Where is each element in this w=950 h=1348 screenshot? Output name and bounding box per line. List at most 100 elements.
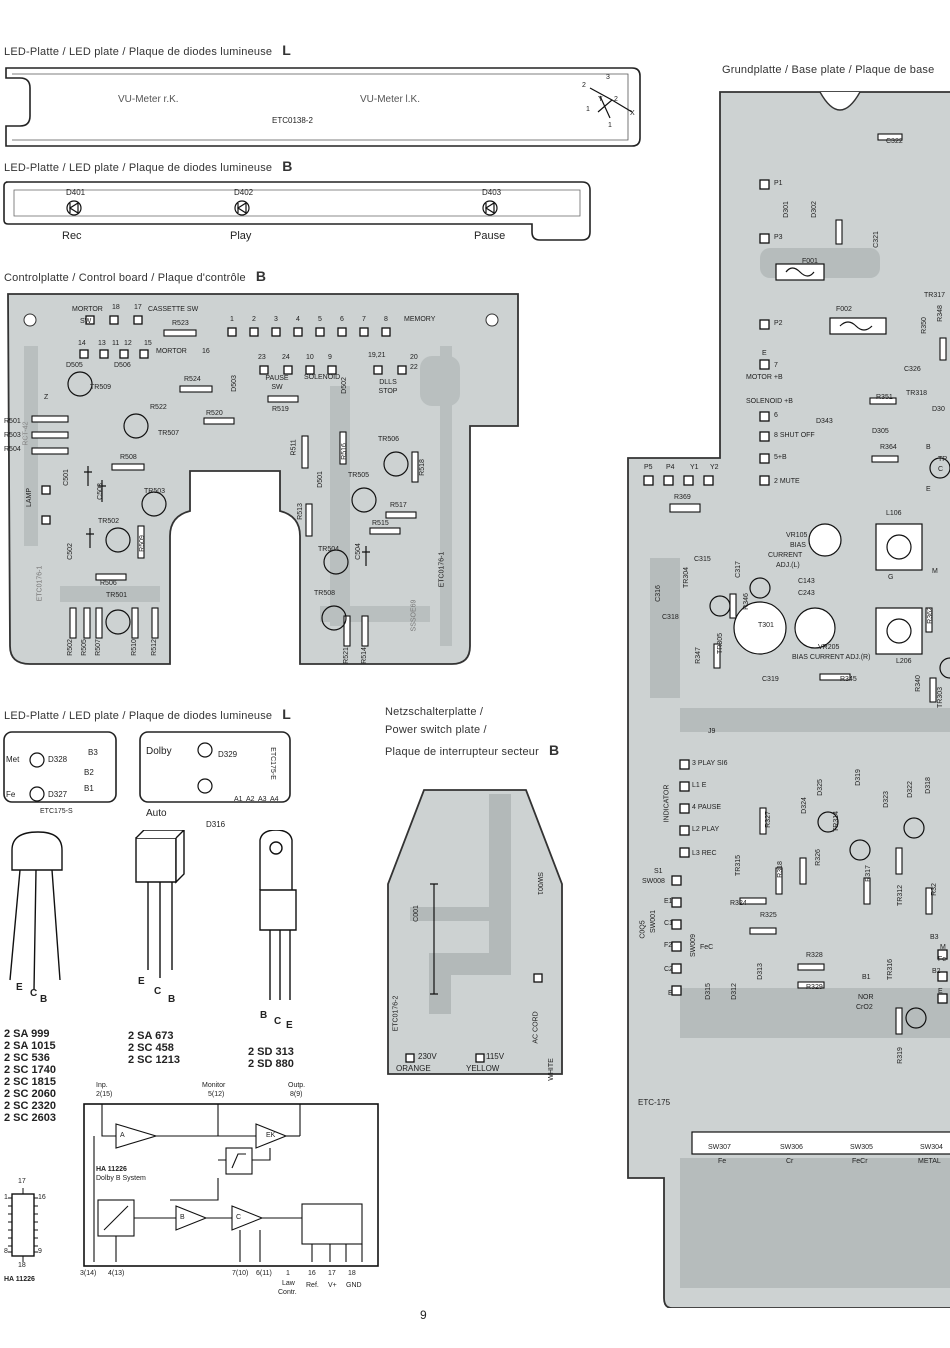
ic-bpin: 3(14) [80, 1270, 97, 1277]
bp-sw: SW001 [649, 910, 657, 933]
vu-label-l: VU-Meter l.K. [360, 94, 421, 105]
bp-sw: J9 [708, 728, 716, 735]
bp-d: E [938, 988, 943, 995]
ps-label: AC CORD [532, 1011, 540, 1044]
bp-d: D323 [882, 791, 890, 808]
bp-bias: ADJ.(L) [776, 562, 800, 569]
cb-comp: TR505 [348, 472, 370, 479]
bp-d: Fe [938, 956, 947, 963]
cb-comp: TR501 [106, 592, 128, 599]
diode-label: D403 [482, 188, 502, 197]
bp-sw: 4 PAUSE [692, 804, 722, 811]
bp-d: B2 [932, 968, 941, 975]
bp-sw: L3 REC [692, 850, 717, 857]
ic-inp-pin: 2(15) [96, 1091, 113, 1098]
ledl-label: A3 [258, 796, 267, 803]
cb-comp: Z [44, 394, 49, 401]
ps-label: 115V [486, 1052, 505, 1061]
bp-pow: 6 [774, 412, 778, 419]
ic-name: HA 11226 [4, 1276, 35, 1283]
bp-conn: P5 [644, 464, 653, 471]
header-power-switch-2: Power switch plate / [385, 724, 487, 736]
cb-switch: DLLS STOP [378, 379, 398, 395]
vu-pin: X [630, 110, 635, 117]
ps-label: SW001 [535, 872, 543, 895]
cb-comp: R524 [184, 376, 201, 383]
bp-d: TR316 [887, 958, 895, 981]
ic-bpin: 17 [328, 1270, 336, 1277]
ic-block-subtitle: Dolby B System [96, 1175, 146, 1182]
page-number: 9 [420, 1308, 427, 1322]
bp-bsw: SW306 [780, 1144, 803, 1151]
vu-pin: 2 [582, 82, 586, 89]
bp-d: R328 [806, 952, 823, 959]
ledl-label: D329 [218, 750, 238, 759]
header-led-plate-b: LED-Platte / LED plate / Plaque de diode… [4, 158, 293, 174]
cb-label: 24 [282, 354, 290, 361]
cb-comp: TR504 [318, 546, 340, 553]
cb-label: 4 [296, 316, 300, 323]
cb-comp: R520 [206, 410, 223, 417]
cb-comp: R508 [120, 454, 137, 461]
cb-label: R523 [172, 320, 189, 327]
ic-block-c: C [236, 1214, 242, 1221]
cb-label: 23 [258, 354, 266, 361]
cb-label: 8 [384, 316, 388, 323]
header-power-switch-1: Netzschalterplatte / [385, 706, 484, 718]
ic-block-a: A [120, 1132, 125, 1139]
control-board-pcb [7, 293, 519, 665]
ledl-label: D316 [206, 820, 226, 829]
ic-pin: 18 [18, 1262, 26, 1269]
cb-label: 5 [318, 316, 322, 323]
cb-switch: SOLENOID [304, 374, 341, 381]
bp-sw: FeC [700, 944, 714, 951]
ps-label: WHITE [547, 1058, 555, 1081]
ledl-label: B3 [88, 748, 98, 757]
bp-bias: R345 [840, 676, 857, 683]
ic-bpin: 16 [308, 1270, 316, 1277]
tr-small-pin: B [40, 994, 48, 1005]
header-led-plate-l-2: LED-Platte / LED plate / Plaque de diode… [4, 706, 292, 722]
bp-label: F001 [802, 258, 818, 265]
cb-comp: TR508 [314, 590, 336, 597]
bp-d: B1 [862, 974, 871, 981]
diode-label: D401 [66, 188, 86, 197]
ic-bpin: 18 [348, 1270, 356, 1277]
cb-comp: R516 [340, 443, 348, 460]
bp-d: CrO2 [856, 1004, 873, 1011]
bp-pow: SOLENOID +B [746, 398, 793, 405]
bp-pow: C [938, 466, 944, 473]
bp-pow: 5+B [774, 454, 787, 461]
cb-label: 12 [124, 340, 132, 347]
vu-pin: Y [598, 96, 603, 103]
vu-pin: 3 [606, 74, 610, 81]
bp-bsw: SW304 [920, 1144, 943, 1151]
tr-pow-pin: E [286, 1020, 293, 1031]
bp-bias: TR304 [683, 566, 691, 589]
bp-label: D302 [810, 201, 818, 218]
bp-pow: D30 [932, 406, 945, 413]
ic-outp-pin: 8(9) [290, 1091, 303, 1098]
cb-label: 2 [252, 316, 256, 323]
ic-inp: Inp. [96, 1082, 108, 1089]
bp-bias: M [932, 568, 938, 575]
bp-bias: C316 [654, 585, 662, 602]
cb-comp: C504 [354, 543, 362, 560]
bp-bias: TR305 [717, 632, 725, 655]
cb-code: ETC0176-1 [36, 565, 44, 602]
cb-code: RCT-42 [22, 421, 30, 446]
header-control-board: Controlplatte / Control board / Plaque d… [4, 268, 267, 284]
ic-pinout [8, 1188, 38, 1262]
tr-med-pin: C [154, 986, 162, 997]
bp-bsw-label: Fe [718, 1158, 727, 1165]
cb-label: 14 [78, 340, 86, 347]
ledl-label: A2 [246, 796, 255, 803]
bp-bsw-label: FeCr [852, 1158, 868, 1165]
bp-bias: R340 [914, 675, 922, 692]
ledl-label: B2 [84, 768, 94, 777]
led-l-small-plates [3, 731, 291, 803]
ic-blabel: V+ [328, 1282, 337, 1289]
bp-bias: C317 [734, 561, 742, 578]
ic-bpin: 1 [286, 1270, 290, 1277]
cb-comp: D503 [230, 375, 238, 392]
